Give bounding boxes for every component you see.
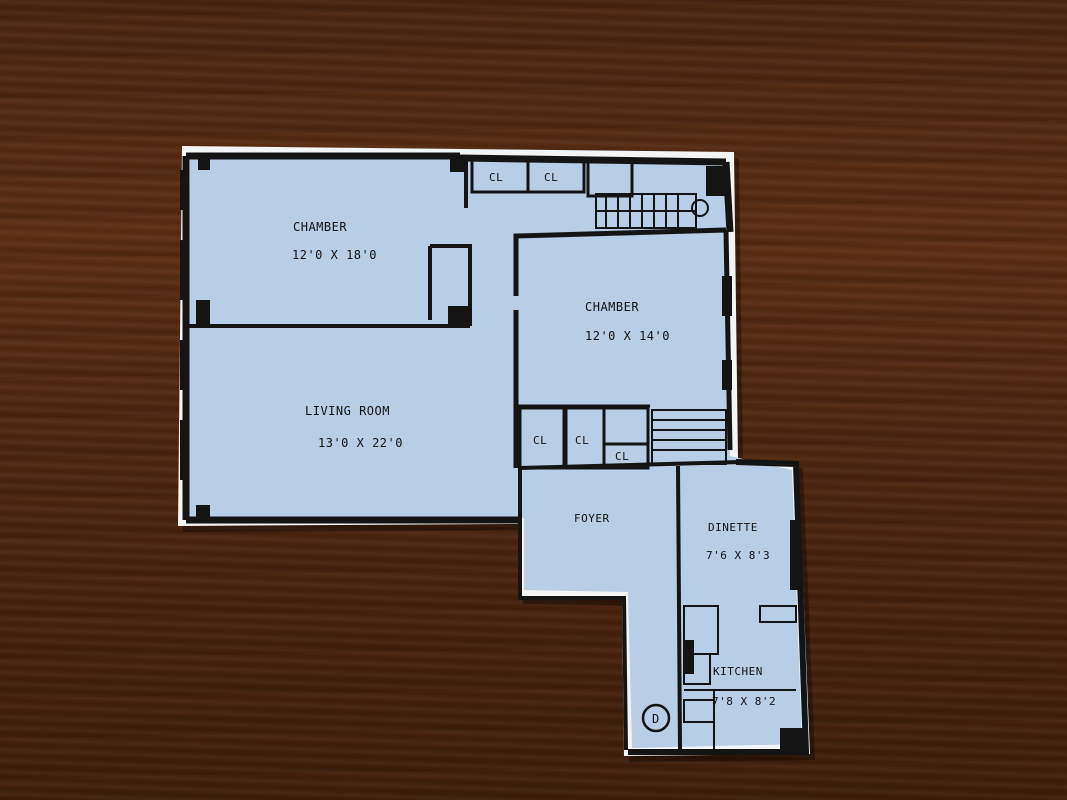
kitchen-counter-mark xyxy=(684,640,694,674)
unit-mark-circle xyxy=(641,703,671,733)
stair-top-right xyxy=(595,193,709,229)
dinette-window xyxy=(790,520,800,590)
kitchen-name: KITCHEN xyxy=(713,665,763,678)
closet-label: CL xyxy=(489,171,503,184)
chamber-1-column xyxy=(448,306,470,326)
closet-label: CL xyxy=(575,434,589,447)
kitchen-walls xyxy=(628,459,810,755)
top-closets xyxy=(470,158,634,198)
foyer-walls xyxy=(518,460,741,751)
chamber-1-size: 12'0 X 18'0 xyxy=(292,248,377,262)
closet-label: CL xyxy=(544,171,558,184)
corner-block xyxy=(706,166,728,196)
window-marks-right xyxy=(722,276,732,316)
floor-fill xyxy=(186,156,802,748)
unit-mark-letter: D xyxy=(652,712,660,726)
foyer-name: FOYER xyxy=(574,512,610,525)
dinette-size: 7'6 X 8'3 xyxy=(706,549,770,562)
living-room-name: LIVING ROOM xyxy=(305,404,390,418)
living-room-size: 13'0 X 22'0 xyxy=(318,436,403,450)
kitchen-corner xyxy=(780,728,804,752)
kitchen-size: 7'8 X 8'2 xyxy=(712,695,776,708)
dinette-name: DINETTE xyxy=(708,521,758,534)
window-marks-left xyxy=(180,158,466,519)
kitchen-fixtures xyxy=(683,605,797,750)
stair-lower xyxy=(651,409,727,465)
window-mark-right-2 xyxy=(722,360,732,390)
closet-label: CL xyxy=(533,434,547,447)
chamber-1-name: CHAMBER xyxy=(293,220,347,234)
chamber-2-walls xyxy=(513,227,733,468)
chamber-1-walls xyxy=(186,160,472,328)
chamber-2-size: 12'0 X 14'0 xyxy=(585,329,670,343)
chamber-2-name: CHAMBER xyxy=(585,300,639,314)
closet-label: CL xyxy=(615,450,629,463)
